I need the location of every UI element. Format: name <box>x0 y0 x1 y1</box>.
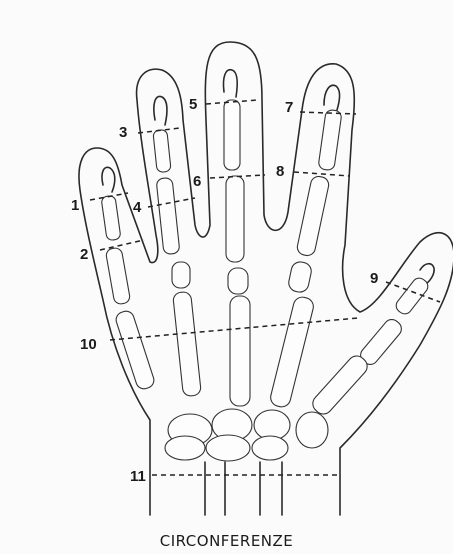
figure-caption: CIRCONFERENZE <box>0 532 453 550</box>
finger3-bones <box>224 100 250 406</box>
label-6: 6 <box>193 173 201 190</box>
label-4: 4 <box>133 199 142 216</box>
finger4-tip <box>324 85 340 110</box>
finger2-tip <box>154 96 167 125</box>
cut-line-7 <box>300 112 356 114</box>
carpal-bones <box>165 409 328 461</box>
label-2: 2 <box>80 246 88 263</box>
finger1-tip <box>102 167 115 192</box>
thumb-bones <box>309 275 430 417</box>
label-8: 8 <box>276 163 284 180</box>
label-3: 3 <box>119 124 127 141</box>
finger2-bones <box>153 129 202 396</box>
finger4-bones <box>269 109 342 409</box>
finger3-tip <box>223 70 237 97</box>
label-10: 10 <box>80 336 97 353</box>
finger1-bones <box>101 195 156 391</box>
label-7: 7 <box>285 99 293 116</box>
cut-line-8 <box>294 172 350 176</box>
forearm-bones <box>205 462 282 515</box>
label-5: 5 <box>189 96 197 113</box>
cut-line-2 <box>100 240 144 250</box>
label-9: 9 <box>370 270 378 287</box>
label-11: 11 <box>130 468 146 485</box>
label-1: 1 <box>71 197 79 214</box>
